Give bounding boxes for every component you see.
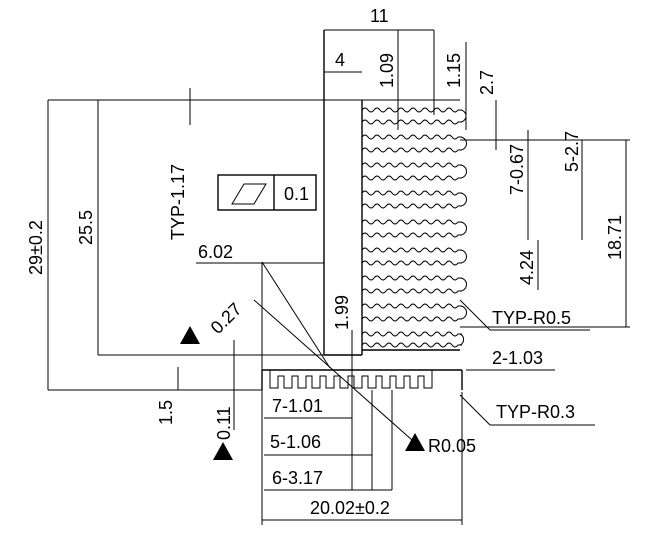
dim-base-fin-a: 7-1.01 [272, 396, 323, 416]
dim-width-top: 11 [370, 6, 389, 26]
dim-base-pitch: 6-3.17 [272, 468, 323, 488]
dim-typ-r03: TYP-R0.3 [496, 402, 575, 422]
fin-set [361, 107, 467, 348]
dim-fin-thk-top: 1.09 [377, 53, 397, 88]
dim-fin-thk-mid: 7-0.67 [507, 144, 527, 195]
base-fins [269, 370, 433, 389]
datum-triangle-icon [180, 326, 200, 344]
dim-typ-thk: TYP-1.17 [168, 164, 188, 240]
dim-height-total: 29±0.2 [26, 220, 46, 275]
dim-gap-top: 1.15 [444, 53, 464, 88]
dim-height-inner: 25.5 [76, 210, 96, 245]
dim-fin-offset: 4 [335, 50, 345, 70]
dim-fin-height: 18.71 [605, 215, 625, 260]
datum-triangle-icon [213, 442, 233, 460]
dim-radius: R0.05 [428, 436, 476, 456]
datum-triangle-icon [405, 433, 425, 451]
dim-base-fin-count: 2-1.03 [492, 348, 543, 368]
dim-arm-width: 6.02 [198, 242, 233, 262]
dim-base-fin-b: 5-1.06 [270, 432, 321, 452]
dim-width-total: 20.02±0.2 [310, 498, 390, 518]
dim-pitch-count: 5-2.7 [562, 131, 582, 172]
dim-fin-gap: 4.24 [517, 250, 537, 285]
dim-base-thk: 1.5 [156, 400, 176, 425]
dim-chamfer: 0.27 [207, 299, 246, 338]
dimension-lines [47, 29, 630, 525]
tolerance-value: 0.1 [284, 184, 309, 204]
dim-base-step: 1.99 [332, 295, 352, 330]
parallelogram-icon [231, 183, 267, 205]
dim-pitch-top: 2.7 [477, 70, 497, 95]
tolerance-frame [217, 174, 317, 211]
dim-small-thk: 0.11 [214, 406, 234, 440]
dimension-labels: 11 4 1.09 1.15 2.7 5-2.7 7-0.67 18.71 4.… [26, 6, 625, 518]
dim-typ-r05: TYP-R0.5 [492, 308, 571, 328]
